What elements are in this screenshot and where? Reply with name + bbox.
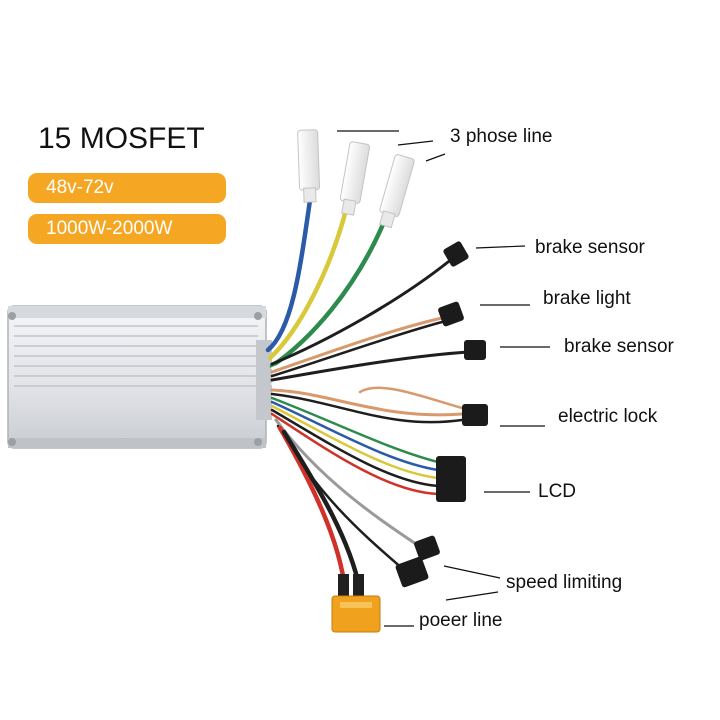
wire-brake-sensor-2b	[271, 357, 469, 385]
wire-green	[269, 219, 387, 369]
wire-lock-2	[270, 392, 464, 424]
page-title: 15 MOSFET	[38, 122, 205, 155]
label-electric-lock: electric lock	[558, 406, 658, 427]
phase-lugs	[297, 129, 415, 229]
voltage-badge: 48v-72v	[28, 173, 226, 203]
label-power-line: poeer line	[419, 610, 503, 631]
power-connector	[331, 595, 381, 633]
wire-brake-light	[270, 316, 444, 374]
label-brake-sensor-1: brake sensor	[535, 237, 645, 258]
wire-power-red	[277, 425, 348, 593]
wire-brake-sensor-2	[270, 350, 470, 382]
speed-limit-connector-1	[414, 535, 440, 561]
wire-lcd-1	[270, 396, 440, 464]
label-brake-light: brake light	[543, 288, 631, 309]
lcd-connector	[436, 456, 466, 502]
wire-lock-3	[358, 386, 464, 410]
electric-lock-connector	[462, 404, 488, 426]
label-lcd: LCD	[538, 481, 577, 502]
wire-power-black	[281, 429, 363, 593]
power-badge: 1000W-2000W	[28, 214, 226, 244]
wire-brake-sensor-1	[270, 260, 450, 366]
brake-light-connector	[438, 301, 464, 327]
label-phase-line: 3 phose line	[450, 126, 553, 147]
connectors	[338, 241, 488, 596]
wire-yellow	[267, 207, 349, 361]
wire-lcd-5	[270, 412, 440, 496]
label-speed-limiting: speed limiting	[506, 572, 623, 593]
controller-body	[7, 305, 272, 449]
wire-bundle	[265, 197, 470, 593]
brake-sensor-1-connector	[443, 241, 469, 267]
wire-lock-1	[270, 388, 464, 417]
wire-brake-sensor-1b	[271, 267, 451, 369]
wire-brake-light-b	[270, 320, 444, 378]
wire-speed-1	[274, 418, 424, 550]
leader-lines	[337, 130, 550, 627]
wire-lcd-4	[270, 408, 440, 488]
brake-sensor-2-connector	[464, 340, 486, 360]
wire-lcd-2	[270, 400, 440, 472]
wire-lcd-3	[270, 404, 440, 480]
label-brake-sensor-2: brake sensor	[564, 336, 674, 357]
speed-limit-connector-2	[395, 556, 429, 588]
wire-blue	[265, 197, 313, 353]
